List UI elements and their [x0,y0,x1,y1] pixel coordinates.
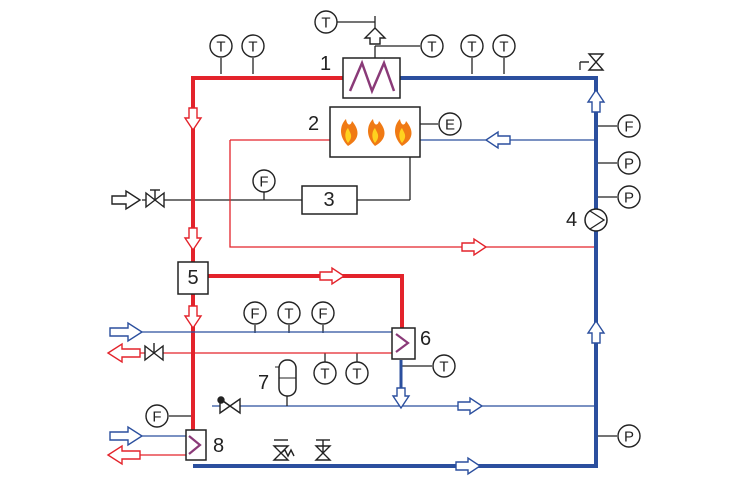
svg-text:F: F [318,306,327,323]
temperature-sensor-icon: T [420,34,444,58]
flow-arrow-right [457,396,484,416]
temperature-sensor-icon: T [432,354,456,378]
flow-meter-icon: F [617,114,641,138]
burner-chamber: 2 [308,106,421,158]
svg-text:T: T [352,366,361,383]
flow-arrow-down [183,305,203,330]
flow-arrow-right [109,321,144,343]
flow-arrows [106,88,606,476]
unit-label-7: 7 [258,372,269,394]
instruments: T T T T T T E F F P P F T F T T T F P [145,10,641,448]
svg-text:F: F [624,119,633,136]
svg-text:T: T [467,39,476,56]
flow-arrow-right [319,266,346,286]
svg-text:F: F [259,174,268,191]
flame-icon [395,119,412,146]
boiler-heat-exchanger: 1 [320,27,401,99]
gas-inlet-arrow [111,189,142,211]
svg-text:T: T [439,359,448,376]
svg-text:T: T [320,366,329,383]
svg-text:F: F [152,409,161,426]
flow-arrow-up [586,319,606,344]
gas-valve-icon [145,189,165,209]
flow-arrow-down [183,227,203,252]
expansion-vessel: 7 [258,359,297,406]
circulation-pump: 4 [566,208,608,232]
flow-arrow-up [586,88,606,113]
top-right-valve-icon [580,53,605,71]
unit-label-5: 5 [187,267,198,289]
svg-text:T: T [321,15,330,32]
flow-arrow-down [183,107,203,132]
vent-arrow-up-icon [363,27,387,45]
flow-arrow-right [109,425,144,447]
flame-icon [341,119,358,146]
unit-label-2: 2 [308,113,319,135]
pressure-gauge-icon: P [617,151,641,175]
gas-unit-3: 3 [301,185,358,215]
temperature-sensor-icon: T [345,361,369,385]
svg-text:T: T [499,39,508,56]
flow-meter-icon: F [243,301,267,325]
unit-label-6: 6 [420,328,431,350]
svg-text:P: P [624,429,634,446]
flow-arrow-right [461,237,488,257]
heat-exchanger-8: 8 [185,429,224,461]
unit-label-3: 3 [323,189,334,211]
heat-exchanger-6: 6 [391,327,431,360]
relief-valve-icon [272,439,295,461]
flow-arrow-right [455,456,482,476]
temperature-sensor-icon: T [492,34,516,58]
temperature-sensor-icon: T [277,301,301,325]
unit-5-box: 5 [177,261,209,295]
temperature-sensor-icon: T [209,34,233,58]
hot-pipes [140,76,596,460]
svg-text:T: T [216,39,225,56]
svg-text:F: F [250,306,259,323]
ball-valve-icon [217,396,241,415]
temperature-sensor-icon: T [313,361,337,385]
flow-meter-icon: F [145,404,169,428]
temperature-sensor-icon: T [241,34,265,58]
valves [144,53,605,461]
unit-label-1: 1 [320,53,331,75]
flow-arrow-down [391,387,411,410]
drain-valve-icon [314,439,332,461]
svg-text:P: P [624,190,634,207]
temperature-sensor-icon: T [460,34,484,58]
signal-lines [142,16,617,437]
temperature-sensor-icon: T [314,10,338,34]
flow-meter-icon: F [252,169,276,193]
svg-text:T: T [284,306,293,323]
svg-text:T: T [427,39,436,56]
flow-meter-icon: F [311,301,335,325]
svg-text:P: P [624,156,634,173]
energy-meter-icon: E [438,112,462,136]
unit-label-8: 8 [213,435,224,457]
unit-label-4: 4 [566,209,577,231]
pressure-gauge-icon: P [617,185,641,209]
svg-text:E: E [445,117,455,134]
svg-text:T: T [248,39,257,56]
flow-arrow-left [106,342,141,364]
flow-arrow-left [484,130,511,150]
hx6-valve-icon [144,343,164,362]
pressure-gauge-icon: P [617,424,641,448]
flame-icon [368,119,385,146]
flow-arrow-left [106,444,141,466]
